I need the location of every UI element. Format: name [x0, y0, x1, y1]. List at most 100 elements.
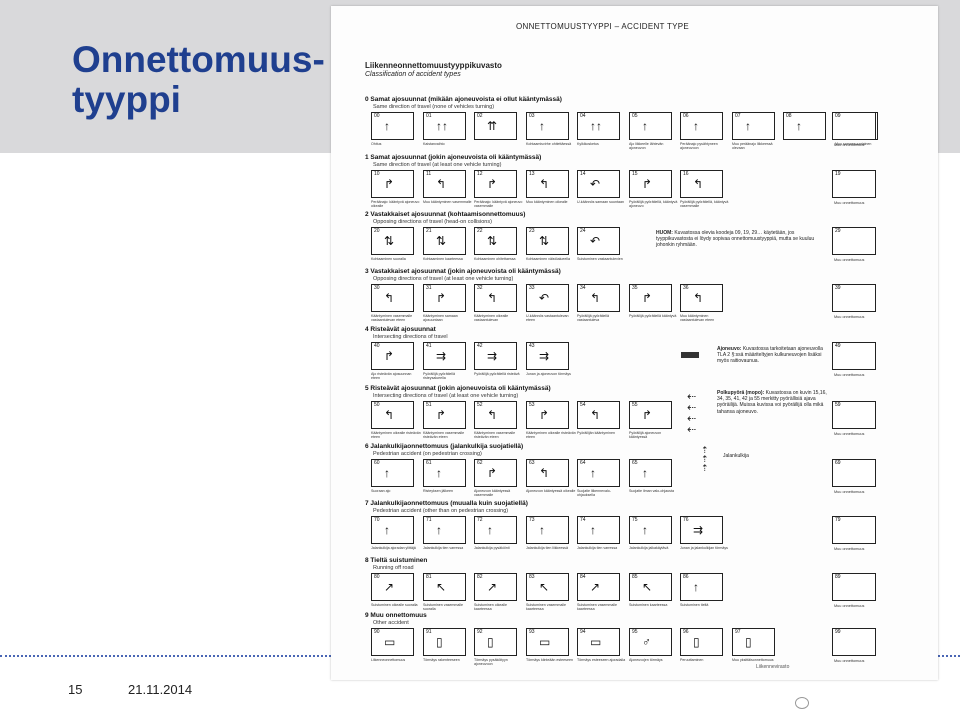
- other-accident-caption: Muu onnettomuus: [834, 604, 865, 608]
- accident-type-caption: Jalankulkija jalkakäytävä: [629, 546, 669, 550]
- accident-diagram-icon: ↑: [436, 466, 442, 480]
- accident-diagram-icon: ⇅: [384, 234, 395, 248]
- accident-type-box: 20⇅: [371, 227, 414, 255]
- accident-diagram-icon: ↰: [384, 408, 395, 422]
- accident-diagram-icon: ↑: [693, 580, 699, 594]
- accident-type-code: 65: [632, 460, 638, 466]
- accident-type-caption: Suistuminen oikealle kaarteessa: [474, 603, 507, 612]
- note-huom-title: HUOM:: [656, 230, 673, 236]
- accident-diagram-icon: ↶: [590, 234, 601, 248]
- accident-type-code: 06: [683, 113, 689, 119]
- accident-diagram-icon: ↑: [384, 523, 390, 537]
- accident-type-code: 00: [374, 113, 380, 119]
- accident-diagram-icon: ↑: [642, 466, 648, 480]
- accident-diagram-icon: ↗: [384, 580, 395, 594]
- accident-type-code: 75: [632, 517, 638, 523]
- section-title: 4 Risteävät ajosuunnat: [365, 326, 436, 333]
- accident-diagram-icon: ↰: [693, 291, 704, 305]
- accident-type-code: 95: [632, 629, 638, 635]
- note-bicycle-title: Polkupyörä (mopo):: [717, 390, 765, 396]
- accident-type-caption: U-käännös vastaantulevan eteen: [526, 314, 569, 323]
- accident-diagram-icon: ↰: [590, 291, 601, 305]
- accident-type-caption: Suistuminen vasemmalle suoralla: [423, 603, 463, 612]
- page-number: 15: [68, 682, 83, 697]
- other-accident-box: 89: [832, 573, 876, 601]
- accident-diagram-icon: ↑: [590, 523, 596, 537]
- accident-type-code: 16: [683, 171, 689, 177]
- other-accident-box: 19: [832, 170, 876, 198]
- other-accident-box: 49: [832, 342, 876, 370]
- note-bicycle: Polkupyörä (mopo): Kuvastossa on kuvin 1…: [717, 390, 829, 415]
- accident-type-code: 50: [374, 402, 380, 408]
- accident-diagram-icon: ↱: [436, 291, 447, 305]
- accident-type-code: 36: [683, 285, 689, 291]
- accident-type-code: 33: [529, 285, 535, 291]
- accident-diagram-icon: ⇉: [693, 523, 704, 537]
- doc-title-fi: Liikenneonnettomuustyyppikuvasto: [365, 61, 502, 70]
- accident-diagram-icon: ↰: [693, 177, 704, 191]
- accident-type-code: 60: [374, 460, 380, 466]
- accident-type-code: 96: [683, 629, 689, 635]
- accident-diagram-icon: ↑: [693, 119, 699, 133]
- accident-diagram-icon: ▭: [539, 635, 551, 649]
- accident-diagram-icon: ↰: [487, 408, 498, 422]
- section-subtitle: Opposing directions of travel (at least …: [373, 276, 514, 282]
- accident-type-caption: Risteyksen jälkeen: [423, 489, 453, 493]
- bicycle-arrows-icon: ⇠⇠⇠⇠: [687, 391, 697, 436]
- other-accident-box: 79: [832, 516, 876, 544]
- accident-type-caption: Kohtaaminen kaarteessa: [423, 257, 463, 261]
- accident-type-code: 97: [735, 629, 741, 635]
- accident-diagram-icon: ⇅: [487, 234, 498, 248]
- accident-type-caption: Ajoneuvon kääntyessä vasemmalle: [474, 489, 511, 498]
- other-accident-code: 59: [835, 402, 841, 408]
- doc-header: ONNETTOMUUSTYYPPI – ACCIDENT TYPE: [516, 22, 690, 31]
- accident-diagram-icon: ⇈: [487, 119, 498, 133]
- accident-type-box: 81↖: [423, 573, 466, 601]
- accident-diagram-icon: ↑: [642, 119, 648, 133]
- accident-type-box: 08↑: [783, 112, 826, 140]
- accident-diagram-icon: ↑: [590, 466, 596, 480]
- accident-type-box: 31 ↱: [423, 284, 466, 312]
- accident-type-caption: Kohtaaminen väistöalueella: [526, 257, 570, 261]
- note-bicycle-text: Kuvastossa on kuvin 15,16, 34, 35, 41, 4…: [717, 390, 827, 415]
- accident-type-caption: Kääntyminen oikealle risteävän eteen: [371, 431, 421, 440]
- accident-type-box: 05↑: [629, 112, 672, 140]
- note-vehicle: Ajoneuvo: Kuvastossa tarkoitetaan ajoneu…: [717, 346, 829, 365]
- accident-type-caption: Muu peräänajo liikkeessä olevaan: [732, 142, 773, 151]
- accident-type-caption: [474, 142, 524, 151]
- accident-type-caption: Kääntyminen oikealle risteävän eteen: [526, 431, 576, 440]
- other-accident-caption: Muu onnettomuus: [834, 201, 865, 205]
- footer-divider-left: [0, 655, 331, 657]
- accident-type-box: 85↖: [629, 573, 672, 601]
- accident-type-code: 43: [529, 343, 535, 349]
- accident-type-caption: Muu kääntyminen vastaantulevan eteen: [680, 314, 715, 323]
- accident-type-box: 03↑: [526, 112, 569, 140]
- accident-type-caption: Peräänajo: kääntyvä ajoneuvo vasemmalle: [474, 200, 523, 209]
- accident-type-caption: Kääntyminen vasemmalle risteävän eteen: [474, 431, 516, 440]
- accident-type-box: 55↱: [629, 401, 672, 429]
- accident-type-code: 42: [477, 343, 483, 349]
- accident-type-caption: Kääntyminen vasemmalle risteävän eteen: [423, 431, 465, 440]
- accident-diagram-icon: ↑: [487, 523, 493, 537]
- accident-type-caption: Muu samansuuntainen: [835, 142, 872, 146]
- accident-type-box: 06 ↑: [680, 112, 723, 140]
- accident-type-code: 32: [477, 285, 483, 291]
- accident-diagram-icon: ↑: [642, 523, 648, 537]
- accident-type-box: 34↰: [577, 284, 620, 312]
- accident-type-code: 31: [426, 285, 432, 291]
- accident-type-code: 10: [374, 171, 380, 177]
- accident-diagram-icon: ↑: [796, 119, 802, 133]
- accident-type-box: 41⇉: [423, 342, 466, 370]
- other-accident-code: 69: [835, 460, 841, 466]
- accident-type-code: 35: [632, 285, 638, 291]
- accident-diagram-icon: ↑: [539, 523, 545, 537]
- accident-type-caption: Törmäys esteeseen ajoradalla: [577, 658, 626, 662]
- accident-diagram-icon: ↑: [539, 119, 545, 133]
- accident-type-caption: Muu yksittäisonnettomuus: [732, 658, 774, 662]
- accident-diagram-icon: ↑: [436, 523, 442, 537]
- accident-type-box: 50 ↰: [371, 401, 414, 429]
- section-title: 5 Risteävät ajosuunnat (jokin ajoneuvois…: [365, 385, 551, 392]
- accident-type-box: 43⇉: [526, 342, 569, 370]
- accident-type-caption: Pyöräilijä pyörätiellä risteävä: [474, 372, 520, 376]
- accident-type-code: 24: [580, 228, 586, 234]
